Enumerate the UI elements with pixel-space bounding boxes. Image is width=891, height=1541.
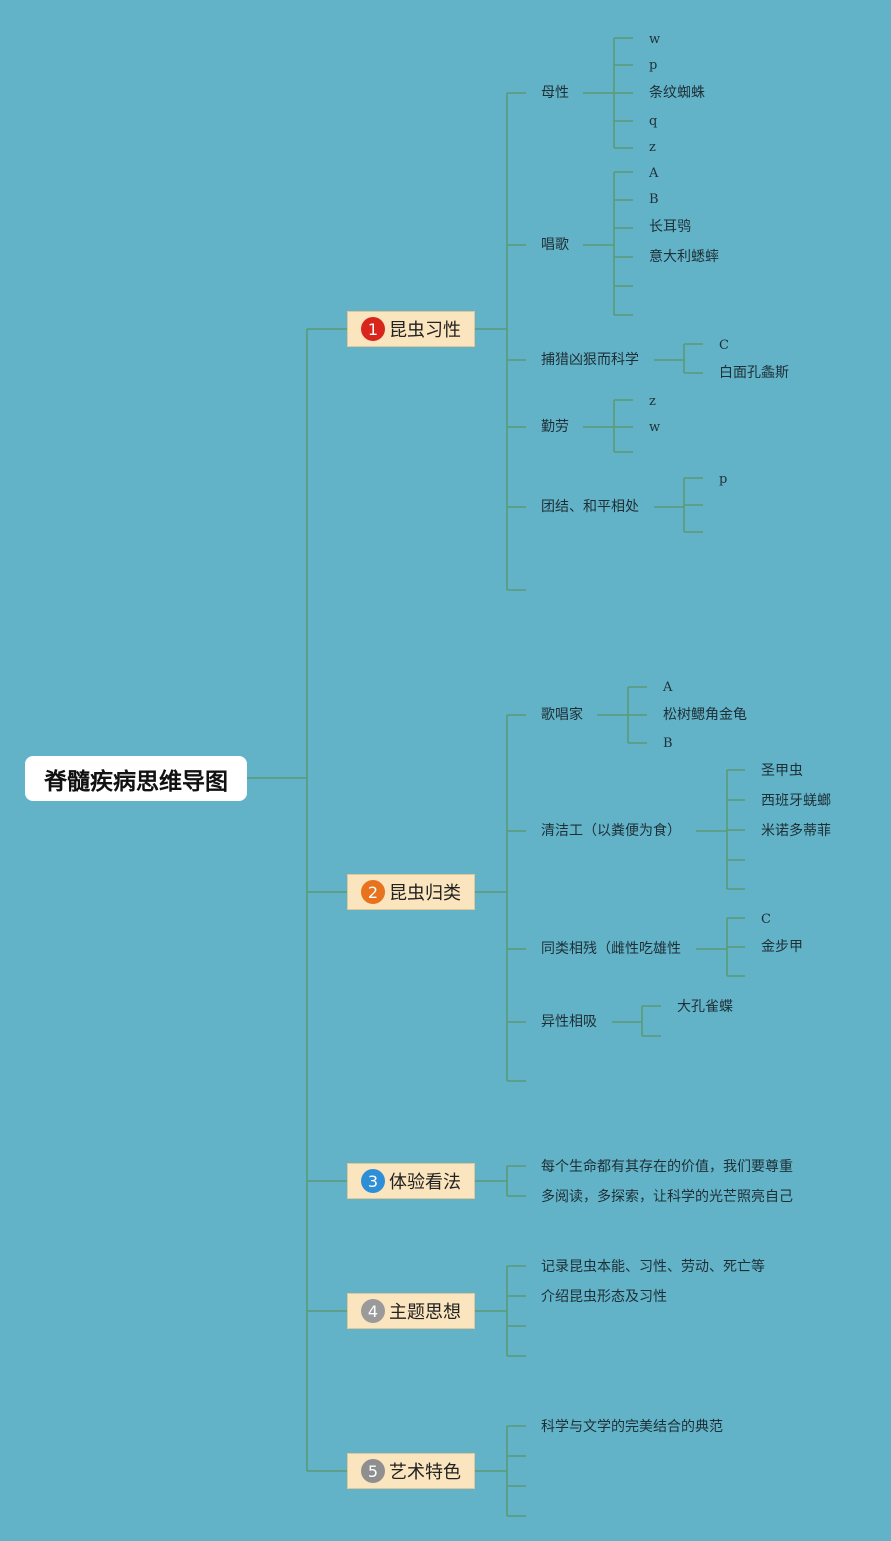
leaf-node[interactable]: 大孔雀蝶	[677, 999, 733, 1015]
number-badge-2: 2	[361, 880, 385, 904]
leaf-node[interactable]: 西班牙蜣螂	[761, 793, 831, 809]
branch-insect-habits[interactable]: 1 昆虫习性	[347, 311, 475, 347]
leaf-node[interactable]: w	[649, 32, 661, 47]
leaf-node[interactable]: 白面孔螽斯	[719, 365, 789, 381]
subtopic-respect-life[interactable]: 每个生命都有其存在的价值，我们要尊重	[541, 1159, 793, 1175]
branch-label: 主题思想	[389, 1302, 461, 1323]
number-badge-4: 4	[361, 1299, 385, 1323]
subtopic-singers[interactable]: 歌唱家	[541, 707, 583, 723]
leaf-node[interactable]: B	[649, 192, 659, 207]
subtopic-diligence[interactable]: 勤劳	[541, 419, 569, 435]
leaf-node[interactable]: 金步甲	[761, 939, 803, 955]
subtopic-introduce-forms[interactable]: 介绍昆虫形态及习性	[541, 1289, 667, 1305]
leaf-node[interactable]: A	[649, 166, 659, 181]
number-badge-1: 1	[361, 317, 385, 341]
subtopic-record-instincts[interactable]: 记录昆虫本能、习性、劳动、死亡等	[541, 1259, 765, 1275]
branch-label: 体验看法	[389, 1172, 461, 1193]
branch-label: 昆虫习性	[389, 320, 461, 341]
leaf-node[interactable]: 条纹蜘蛛	[649, 85, 705, 101]
branch-art-features[interactable]: 5 艺术特色	[347, 1453, 475, 1489]
subtopic-maternity[interactable]: 母性	[541, 85, 569, 101]
subtopic-cleaners[interactable]: 清洁工（以粪便为食）	[541, 823, 681, 839]
leaf-node[interactable]: p	[649, 58, 658, 73]
leaf-node[interactable]: 长耳鸮	[649, 219, 691, 235]
leaf-node[interactable]: 松树鳃角金龟	[663, 707, 747, 723]
leaf-node[interactable]: z	[649, 140, 656, 155]
branch-insect-classification[interactable]: 2 昆虫归类	[347, 874, 475, 910]
leaf-node[interactable]: z	[649, 394, 656, 409]
subtopic-unity[interactable]: 团结、和平相处	[541, 499, 639, 515]
subtopic-science-literature[interactable]: 科学与文学的完美结合的典范	[541, 1419, 723, 1435]
leaf-node[interactable]: q	[649, 114, 658, 129]
leaf-node[interactable]: 圣甲虫	[761, 763, 803, 779]
root-topic[interactable]: 脊髓疾病思维导图	[25, 756, 247, 801]
leaf-node[interactable]: 米诺多蒂菲	[761, 823, 831, 839]
leaf-node[interactable]: C	[719, 338, 729, 353]
number-badge-3: 3	[361, 1169, 385, 1193]
branch-experience-views[interactable]: 3 体验看法	[347, 1163, 475, 1199]
leaf-node[interactable]: A	[663, 680, 673, 695]
leaf-node[interactable]: C	[761, 912, 771, 927]
leaf-node[interactable]: p	[719, 472, 728, 487]
subtopic-attraction[interactable]: 异性相吸	[541, 1014, 597, 1030]
subtopic-cannibalism[interactable]: 同类相残（雌性吃雄性	[541, 941, 681, 957]
leaf-node[interactable]: B	[663, 736, 673, 751]
subtopic-hunting[interactable]: 捕猎凶狠而科学	[541, 352, 639, 368]
number-badge-5: 5	[361, 1459, 385, 1483]
leaf-node[interactable]: w	[649, 420, 661, 435]
branch-theme[interactable]: 4 主题思想	[347, 1293, 475, 1329]
branch-label: 昆虫归类	[389, 883, 461, 904]
subtopic-read-explore[interactable]: 多阅读，多探索，让科学的光芒照亮自己	[541, 1189, 793, 1205]
leaf-node[interactable]: 意大利蟋蟀	[649, 249, 719, 265]
subtopic-singing[interactable]: 唱歌	[541, 237, 569, 253]
root-topic-label: 脊髓疾病思维导图	[44, 768, 228, 795]
branch-label: 艺术特色	[389, 1462, 461, 1483]
